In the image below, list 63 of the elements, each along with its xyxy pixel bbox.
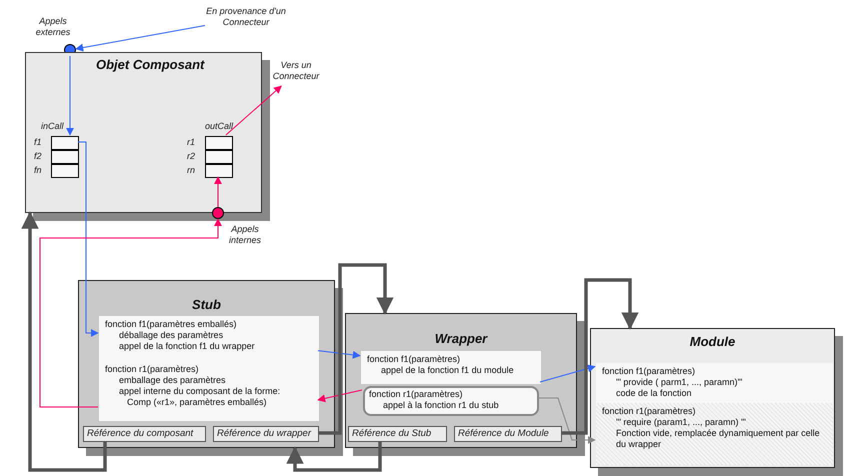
code-line: appel de la fonction f1 du module	[380, 365, 515, 376]
code-line: appel à la fonction r1 du stub	[382, 400, 500, 411]
slot-box	[205, 164, 233, 178]
code-line: fonction r1(paramètres)	[105, 364, 200, 375]
code-line: fonction f1(paramètres)	[602, 366, 696, 377]
code-line: Comp («r1», paramètres emballés)	[126, 397, 268, 408]
box-title: Module	[688, 334, 736, 349]
arrow	[318, 350, 361, 359]
code-panel	[99, 361, 319, 421]
code-panel	[596, 403, 833, 465]
code-line: fonction f1(paramètres)	[367, 354, 462, 365]
note-text: En provenance d'un Connecteur	[205, 6, 287, 30]
code-line: '" require (param1, ..., paramn) '"	[615, 417, 747, 428]
code-line: Fonction vide, remplacée dynamiquement par celle du wrapper	[615, 428, 821, 450]
arrow	[66, 56, 74, 136]
code-line: déballage des paramètres	[118, 330, 224, 341]
code-line: fonction r1(paramètres)	[369, 389, 464, 400]
box-title: Objet Composant	[96, 57, 204, 72]
slot-label: f1	[34, 137, 43, 148]
code-line: fonction f1(paramètres emballés)	[105, 319, 238, 330]
note-text: Vers un Connecteur	[266, 60, 326, 86]
code-line: appel de la fonction f1 du wrapper	[118, 341, 256, 352]
reference-box: Référence du wrapper	[213, 426, 319, 442]
arrow	[78, 142, 99, 337]
arrow	[75, 24, 206, 52]
code-line: code de la fonction	[615, 388, 693, 399]
slot-box	[205, 150, 233, 164]
interface-label: inCall	[41, 121, 64, 132]
code-line: emballage des paramètres	[118, 375, 227, 386]
reference-box: Référence du Module	[454, 426, 562, 442]
interface-label: outCall	[205, 121, 234, 132]
code-line: fonction r1(paramètres)	[602, 406, 697, 417]
port-label: Appels internes	[228, 224, 262, 246]
code-line: appel interne du composant de la forme:	[118, 386, 282, 397]
arrow	[538, 398, 596, 444]
arrow	[225, 85, 282, 136]
arrow	[317, 390, 362, 402]
arrow	[318, 263, 394, 435]
arrow	[286, 441, 382, 472]
code-panel	[596, 363, 833, 403]
box-title: Stub	[191, 297, 222, 312]
slot-box	[51, 150, 79, 164]
arrow	[561, 278, 639, 435]
arrow	[40, 218, 222, 408]
slot-box	[51, 136, 79, 150]
port-label: Appels externes	[34, 16, 72, 38]
arrow	[21, 211, 107, 472]
slot-label: f2	[34, 151, 43, 162]
code-panel	[99, 316, 319, 361]
arrow	[540, 364, 596, 382]
reference-box: Référence du composant	[83, 426, 206, 442]
slot-label: r1	[187, 137, 196, 148]
code-panel	[363, 386, 539, 416]
slot-box	[51, 164, 79, 178]
slot-box	[205, 136, 233, 150]
slot-label: r2	[187, 151, 196, 162]
arrow	[214, 176, 222, 208]
slot-label: fn	[34, 165, 43, 176]
code-panel	[361, 351, 541, 384]
reference-box: Référence du Stub	[348, 426, 447, 442]
box-title: Wrapper	[434, 331, 489, 346]
code-line: '" provide ( parm1, ..., paramn)'"	[615, 377, 744, 388]
slot-label: rn	[187, 165, 196, 176]
